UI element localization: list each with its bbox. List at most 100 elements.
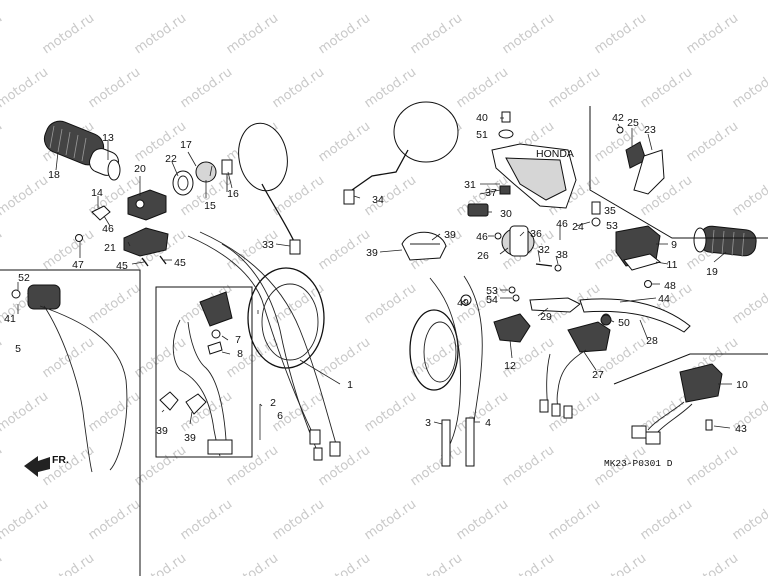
label-44: 44 [658,293,670,305]
watermark-text: motod.ru [684,443,741,489]
watermark-text: motod.ru [638,497,695,543]
front-direction-arrow: FR. [24,454,69,477]
watermark-text: motod.ru [40,551,97,576]
watermark-text: motod.ru [270,497,327,543]
label-20: 20 [134,163,146,175]
watermark-text: motod.ru [408,551,465,576]
watermark-text: motod.ru [178,0,235,3]
label-46-left: 46 [102,223,114,235]
label-11: 11 [667,259,678,271]
watermark-text: motod.ru [500,11,557,57]
label-28: 28 [646,335,658,347]
label-45-right: 45 [174,257,186,269]
watermark-text: motod.ru [178,497,235,543]
label-14: 14 [91,187,103,199]
watermark-text: motod.ru [454,65,511,111]
watermark-text: motod.ru [0,389,51,435]
clutch-cables [409,275,483,467]
cap-50 [600,314,612,326]
label-45-left: 45 [116,260,128,272]
watermark-text: motod.ru [362,389,419,435]
watermark-text: motod.ru [0,11,5,57]
label-42: 42 [612,112,624,124]
label-9: 9 [671,239,677,251]
watermark-text: motod.ru [0,335,5,381]
label-12: 12 [504,360,516,372]
throttle-switch [493,313,531,343]
right-mirror [343,101,459,205]
label-36: 36 [530,228,542,240]
watermark-text: motod.ru [316,551,373,576]
left-mirror [238,122,301,255]
front-direction-label: FR. [52,454,69,466]
label-46-right: 46 [556,218,568,230]
watermark-text: motod.ru [362,281,419,327]
label-43: 43 [735,423,747,435]
label-29: 29 [540,311,552,323]
bolt-40 [498,111,514,139]
label-34: 34 [372,194,384,206]
label-13: 13 [102,132,114,144]
label-47: 47 [72,259,84,271]
watermark-text: motod.ru [730,173,768,219]
label-39-a: 39 [156,425,168,437]
watermark-text: motod.ru [316,227,373,273]
svg-text:HONDA: HONDA [536,148,574,160]
watermark-text: motod.ru [0,119,5,165]
label-39-d: 39 [444,229,456,241]
inset-bottom-right [613,353,768,445]
right-grip [693,225,757,258]
label-18: 18 [48,169,60,181]
watermark-text: motod.ru [178,389,235,435]
label-22: 22 [165,153,177,165]
label-54: 54 [486,294,498,306]
cover-bolt [499,185,511,195]
label-51: 51 [476,129,488,141]
watermark-text: motod.ru [546,497,603,543]
watermark-text: motod.ru [362,497,419,543]
label-10: 10 [736,379,748,391]
label-33: 33 [262,239,274,251]
label-31: 31 [464,179,476,191]
label-3: 3 [425,417,431,429]
watermark-text: motod.ru [86,497,143,543]
watermark-text: motod.ru [500,551,557,576]
label-30: 30 [500,208,512,220]
watermark-text: motod.ru [178,65,235,111]
grip-end-cap [89,148,121,181]
label-35: 35 [604,205,616,217]
watermark-text: motod.ru [546,65,603,111]
cable-clamp [401,231,447,261]
brake-switch-wiring [159,291,233,457]
watermark-text: motod.ru [454,0,511,3]
inset-top-right [589,106,768,239]
label-24: 24 [572,221,584,233]
bolt-16 [221,159,233,192]
washer-53 [508,286,516,294]
label-5: 5 [15,343,21,355]
screw-48 [644,280,652,288]
label-49: 49 [457,297,469,309]
watermark-text: motod.ru [730,0,768,3]
label-15: 15 [204,200,216,212]
watermark-text: motod.ru [316,443,373,489]
watermark-text: motod.ru [0,443,5,489]
watermark-text: motod.ru [730,65,768,111]
label-32: 32 [538,244,550,256]
watermark-text: motod.ru [638,0,695,3]
watermark-text: motod.ru [730,497,768,543]
watermark-text: motod.ru [40,227,97,273]
label-21: 21 [104,242,116,254]
watermark-text: motod.ru [362,0,419,3]
watermark-text: motod.ru [592,11,649,57]
watermark-text: motod.ru [500,335,557,381]
leader-lines [17,117,732,440]
throttle-cables [187,231,341,461]
label-2: 2 [270,397,276,409]
label-46-center: 46 [476,231,488,243]
brake-lever [579,298,691,333]
diagram-code: MK23-P0301 D [604,458,673,469]
label-4: 4 [485,417,491,429]
label-40: 40 [476,112,488,124]
